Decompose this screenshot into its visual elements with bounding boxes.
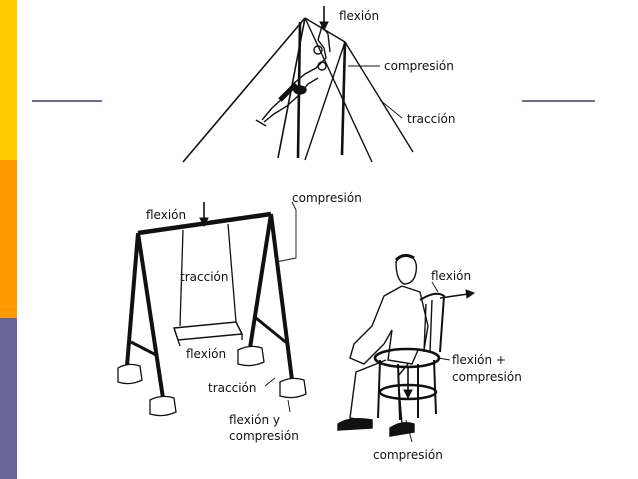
seated-person-figure xyxy=(337,253,429,437)
swing-footings xyxy=(117,345,307,417)
label-compresion-swing: compresión xyxy=(292,191,362,205)
label-compresion-y: compresión xyxy=(229,429,299,443)
chair-leaders xyxy=(405,281,451,443)
gymnast-figure xyxy=(255,24,331,127)
label-flexion-y: flexión y xyxy=(229,413,280,427)
label-traccion-top: tracción xyxy=(407,112,455,126)
chair-arrows xyxy=(403,289,476,400)
top-leaders xyxy=(348,65,403,119)
swing-frame-figure xyxy=(125,211,294,399)
label-compresion-bottom: compresión xyxy=(373,448,443,462)
label-flexion-swing: flexión xyxy=(146,208,186,222)
accent-bar-orange xyxy=(0,160,17,318)
flexion-arrow-top xyxy=(319,6,329,32)
accent-bar-yellow xyxy=(0,0,17,160)
label-flexion-top: flexión xyxy=(339,9,379,23)
label-traccion-leg: tracción xyxy=(208,381,256,395)
swing-leaders xyxy=(264,201,297,413)
flexion-arrow-swing xyxy=(199,202,209,228)
label-flexion-plus: flexión + xyxy=(452,353,506,367)
label-flexion-seat: flexión xyxy=(186,347,226,361)
accent-bar-purple xyxy=(0,318,17,479)
decor-line-right xyxy=(522,100,595,102)
label-compresion-chair: compresión xyxy=(452,370,522,384)
decor-line-left xyxy=(32,100,102,102)
label-flexion-chair: flexión xyxy=(431,269,471,283)
chair-figure xyxy=(373,292,446,421)
label-traccion-swing: tracción xyxy=(180,270,228,284)
label-compresion-top: compresión xyxy=(384,59,454,73)
